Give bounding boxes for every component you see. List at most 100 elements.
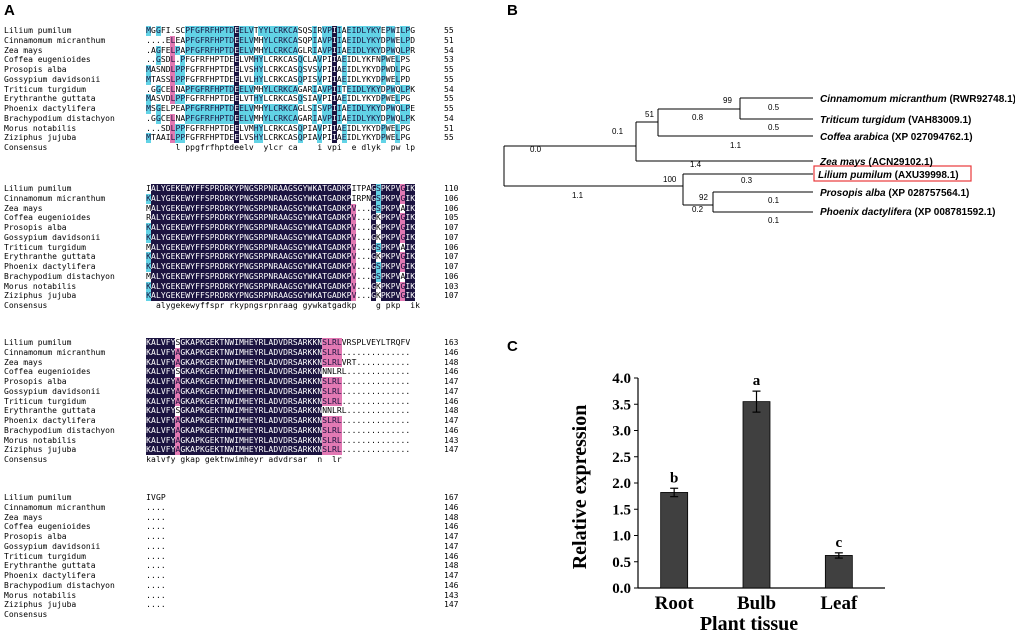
position-number: 147 bbox=[444, 377, 459, 386]
sequence-text: KALVFYSGKAPKGEKTNWIMHEYRLADVDRSARKKNNNLR… bbox=[146, 367, 410, 377]
sequence-text: .... bbox=[146, 571, 166, 580]
bootstrap-value: 100 bbox=[663, 175, 677, 184]
sequence-text: .... bbox=[146, 532, 166, 541]
position-number: 107 bbox=[444, 262, 459, 271]
panel-label-b: B bbox=[507, 2, 518, 19]
bar bbox=[660, 492, 689, 589]
sequence-text: .... bbox=[146, 600, 166, 610]
position-number: 54 bbox=[444, 45, 454, 55]
taxon-label: Cinnamomum micranthum (RWR92748.1) bbox=[820, 94, 1015, 105]
position-number: 107 bbox=[444, 252, 459, 262]
x-tick-label: Root bbox=[655, 593, 695, 614]
position-number: 107 bbox=[444, 291, 459, 301]
sequence-text: KALVFYAGKAPKGEKTNWIMHEYRLADVDRSARKKNSLRL… bbox=[146, 357, 410, 368]
species-name: Morus notabilis bbox=[4, 590, 77, 600]
species-name: Prosopis alba bbox=[4, 223, 67, 232]
sequence-text: ..GSDL.PFGFRFHPTDEELVMHYLCRKCASQCLAVPIIA… bbox=[146, 55, 410, 65]
bootstrap-value: 99 bbox=[723, 96, 732, 105]
species-name: Gossypium davidsonii bbox=[4, 74, 101, 84]
species-name: Erythranthe guttata bbox=[4, 252, 96, 262]
branch-length: 0.1 bbox=[768, 216, 780, 225]
bar bbox=[824, 555, 853, 589]
sequence-text: .AGFELPAPFGFRFHPTDEELVMHYLCRKCAGLRIAVPII… bbox=[146, 45, 415, 56]
sequence-text: MGGFI.SCPFGFRFHPTDEELVTYYLCRKCASQSIRVPII… bbox=[146, 26, 415, 36]
position-number: 146 bbox=[444, 522, 459, 532]
branch-length: 1.1 bbox=[572, 191, 584, 200]
species-name: Prosopis alba bbox=[4, 65, 67, 74]
position-number: 105 bbox=[444, 213, 459, 223]
branch-length: 0.0 bbox=[530, 145, 542, 154]
position-number: 54 bbox=[444, 113, 454, 123]
expression-bar-chart: 0.00.51.01.52.02.53.03.54.0 bRootaBulbcL… bbox=[569, 371, 885, 635]
y-tick-label: 3.5 bbox=[612, 397, 631, 413]
position-number: 148 bbox=[444, 357, 459, 367]
sequence-text: KALYGEKEWYFFSPRDRKYPNGSRPNRAAGSGYWKATGAD… bbox=[146, 281, 415, 292]
sequence-text: MALYGEKEWYFFSPRDRKYPNGSRPNRAAGSGYWKATGAD… bbox=[146, 203, 415, 214]
position-number: 147 bbox=[444, 445, 459, 455]
y-tick-label: 3.0 bbox=[612, 424, 631, 440]
species-name: Gossypium davidsonii bbox=[4, 541, 101, 551]
position-number: 163 bbox=[444, 338, 459, 347]
position-number: 147 bbox=[444, 571, 459, 580]
position-number: 106 bbox=[444, 193, 459, 203]
position-number: 148 bbox=[444, 512, 459, 522]
sequence-text: KALVFYAGKAPKGEKTNWIMHEYRLADVDRSARKKNSLRL… bbox=[146, 347, 410, 358]
sequence-text: KALVFYAGKAPKGEKTNWIMHEYRLADVDRSARKKNSLRL… bbox=[146, 396, 410, 407]
species-name: Cinnamomum micranthum bbox=[4, 35, 106, 45]
position-number: 106 bbox=[444, 242, 459, 252]
species-name: Ziziphus jujuba bbox=[4, 445, 77, 455]
species-name: Prosopis alba bbox=[4, 377, 67, 386]
sequence-text: KALVFYAGKAPKGEKTNWIMHEYRLADVDRSARKKNSLRL… bbox=[146, 386, 410, 397]
species-name: Consensus bbox=[4, 301, 48, 310]
sequence-text: MSGELPEAPFGFRFHPTDEELVMHYLCRKCAGLSISVPII… bbox=[146, 104, 415, 114]
y-axis-label: Relative expression bbox=[569, 405, 591, 570]
species-name: Brachypodium distachyon bbox=[4, 271, 115, 281]
position-number: 55 bbox=[444, 74, 454, 84]
position-number: 55 bbox=[444, 26, 454, 35]
species-name: Lilium pumilum bbox=[4, 184, 72, 193]
species-name: Phoenix dactylifera bbox=[4, 416, 96, 425]
sequence-text: .... bbox=[146, 590, 166, 600]
taxon-label-highlighted: Lilium pumilum (AXU39998.1) bbox=[818, 170, 959, 181]
position-number: 146 bbox=[444, 347, 459, 357]
position-number: 106 bbox=[444, 271, 459, 281]
sequence-text: kalvfy gkap gektnwimheyr advdrsar n lr bbox=[146, 455, 342, 464]
species-name: Phoenix dactylifera bbox=[4, 262, 96, 271]
species-name: Cinnamomum micranthum bbox=[4, 347, 106, 357]
sequence-text: KALYGEKEWYFFSPRDRKYPNGSRPNRAAGSGYWKATGAD… bbox=[146, 232, 415, 243]
bootstrap-value: 51 bbox=[645, 110, 654, 119]
species-name: Zea mays bbox=[4, 45, 43, 55]
sequence-text: KALVFYAGKAPKGEKTNWIMHEYRLADVDRSARKKNSLRL… bbox=[146, 425, 410, 436]
species-name: Erythranthe guttata bbox=[4, 561, 96, 571]
branch-length: 0.5 bbox=[768, 123, 780, 132]
panel-label-a: A bbox=[4, 2, 15, 19]
species-name: Lilium pumilum bbox=[4, 26, 72, 35]
species-name: Brachypodium distachyon bbox=[4, 580, 115, 590]
species-name: Morus notabilis bbox=[4, 123, 77, 133]
branch-length: 0.1 bbox=[768, 196, 780, 205]
sequence-text: .... bbox=[146, 541, 166, 551]
highlight-box bbox=[813, 165, 972, 182]
species-name: Lilium pumilum bbox=[4, 338, 72, 347]
species-name: Ziziphus jujuba bbox=[4, 291, 77, 301]
sequence-text: KALYGEKEWYFFSPRDRKYPNGSRPNRAAGSGYWKATGAD… bbox=[146, 193, 415, 204]
position-number: 146 bbox=[444, 502, 459, 512]
sequence-text: KALVFYAGKAPKGEKTNWIMHEYRLADVDRSARKKNSLRL… bbox=[146, 445, 410, 455]
y-tick-label: 0.5 bbox=[612, 555, 631, 571]
species-name: Cinnamomum micranthum bbox=[4, 193, 106, 203]
position-number: 51 bbox=[444, 35, 454, 45]
branch-length: 1.4 bbox=[690, 160, 702, 169]
y-tick-label: 1.5 bbox=[612, 502, 631, 518]
position-number: 107 bbox=[444, 232, 459, 242]
species-name: Erythranthe guttata bbox=[4, 94, 96, 104]
branch-length: 0.3 bbox=[741, 176, 753, 185]
position-number: 55 bbox=[444, 104, 454, 113]
species-name: Consensus bbox=[4, 610, 48, 619]
significance-letter: c bbox=[835, 535, 842, 551]
species-name: Cinnamomum micranthum bbox=[4, 502, 106, 512]
position-number: 147 bbox=[444, 541, 459, 551]
taxon-label: Triticum turgidum (VAH83009.1) bbox=[820, 115, 971, 126]
y-tick-label: 0.0 bbox=[612, 581, 631, 597]
y-tick-label: 2.5 bbox=[612, 450, 631, 466]
